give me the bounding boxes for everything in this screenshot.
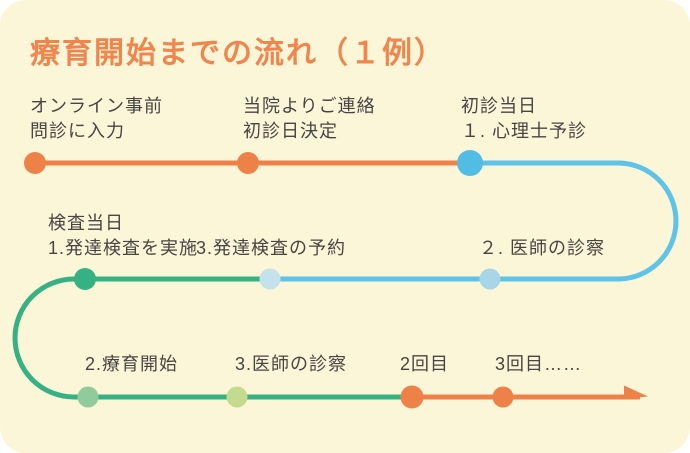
step-dot-doctor-exam bbox=[479, 268, 501, 290]
step-dot-clinic-contact bbox=[237, 152, 259, 174]
step-label-visit-3: 3回目…… bbox=[495, 354, 583, 374]
step-label-therapy-start: 2.療育開始 bbox=[85, 354, 179, 374]
step-dot-visit-2 bbox=[400, 385, 424, 409]
step-dot-visit-3 bbox=[492, 386, 514, 408]
step-dot-first-visit bbox=[457, 150, 483, 176]
step-dot-online-intake bbox=[24, 152, 46, 174]
step-dot-therapy-start bbox=[77, 386, 99, 408]
arrow-icon bbox=[624, 385, 648, 399]
step-label-visit-2: 2回目 bbox=[400, 354, 450, 374]
step-dot-exam-day bbox=[74, 268, 96, 290]
step-label-doctor-exam-3: 3.医師の診察 bbox=[235, 354, 348, 374]
step-label-exam-booking: 3.発達検査の予約 bbox=[196, 238, 347, 258]
step-label-clinic-contact: 当院よりご連絡 初診日決定 bbox=[243, 96, 376, 141]
flow-line-blue bbox=[270, 160, 679, 282]
page-title: 療育開始までの流れ（１例） bbox=[30, 37, 446, 70]
step-label-exam-day: 検査当日 1.発達検査を実施 bbox=[48, 213, 199, 258]
flow-line-green bbox=[12, 276, 412, 400]
step-dot-exam-booking bbox=[259, 268, 281, 290]
step-dot-doctor-exam-3 bbox=[226, 386, 248, 408]
step-label-doctor-exam: ２. 医師の診察 bbox=[479, 238, 606, 258]
step-label-online-intake: オンライン事前 問診に入力 bbox=[30, 96, 163, 141]
step-label-first-visit: 初診当日 １. 心理士予診 bbox=[461, 96, 588, 141]
